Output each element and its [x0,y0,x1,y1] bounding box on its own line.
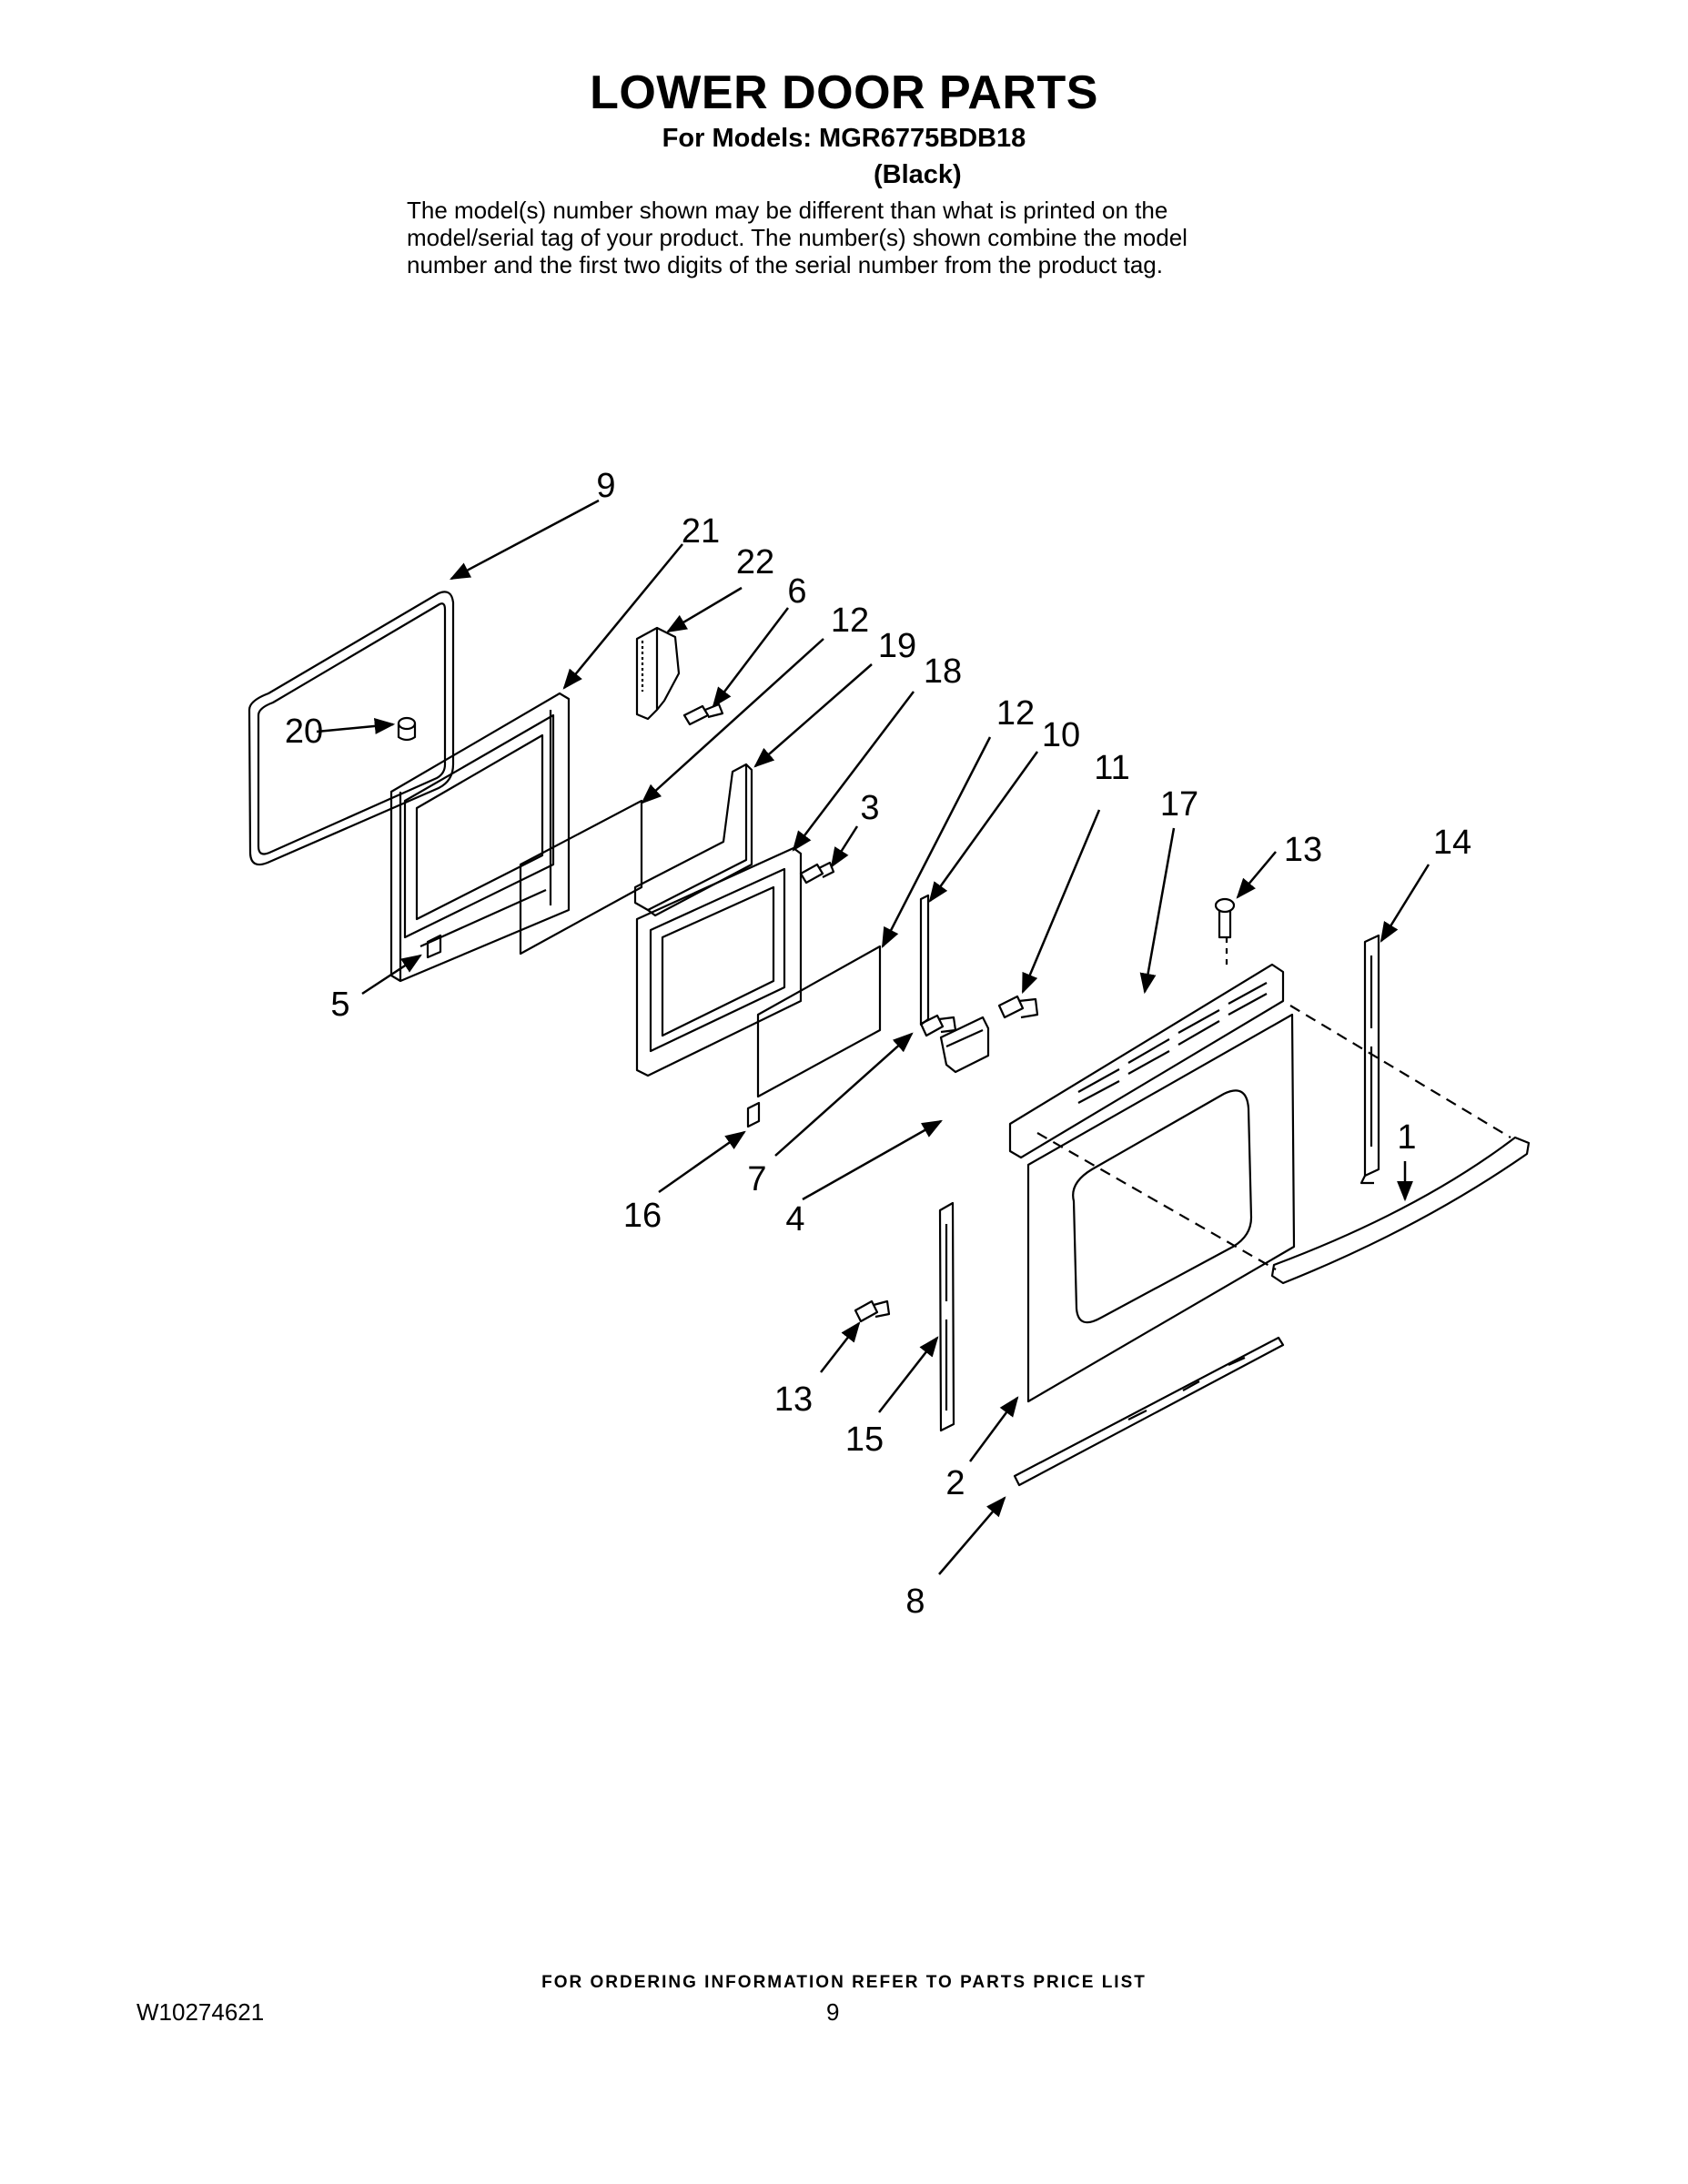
leader-line [830,825,859,868]
leader-line [666,586,743,633]
leader-line [792,691,915,852]
hinge-pin-part [997,995,1039,1019]
leader-line [938,1496,1006,1575]
hinge-bolt-part [919,1014,957,1037]
notice-line: number and the first two digits of the s… [407,251,1163,278]
door-side-trim-part [938,1201,955,1432]
callout-number: 15 [845,1421,884,1459]
callout-number: 9 [596,467,615,505]
inner-door-panel-part [389,692,571,983]
callout-number: 14 [1433,824,1471,862]
color-variant: (Black) [874,160,962,189]
callout-number: 8 [905,1582,925,1621]
leader-line [641,638,824,804]
leader-line [820,1321,861,1373]
leader-line [316,717,396,734]
notice-line: The model(s) number shown may be differe… [407,197,1168,224]
models-line: For Models: MGR6775BDB18 [662,124,1026,153]
hinge-bracket-part [939,1016,990,1074]
callout-number: 1 [1397,1118,1416,1157]
leader-line [928,751,1039,903]
leader-line [881,736,992,949]
callout-number: 5 [330,986,349,1024]
glass-spacer-part [919,894,930,1026]
callout-number: 6 [787,572,806,611]
gasket-clip-part [397,716,417,742]
insulation-part [633,763,753,917]
leader-line [878,1336,939,1413]
leader-line [774,1032,914,1157]
page-number: 9 [826,1998,840,2026]
callout-number: 16 [623,1197,662,1235]
callout-number: 11 [1094,749,1129,787]
door-gasket-part [248,591,455,866]
leader-line [712,607,789,708]
callout-number: 12 [996,694,1035,733]
glass-pane-part [519,799,643,956]
door-side-trim-part [1359,934,1380,1185]
inner-glass-frame-part [635,846,803,1077]
door-bottom-trim-part [1013,1336,1285,1487]
leader-line [1139,827,1176,995]
screw-part [854,1299,891,1323]
callout-number: 3 [860,789,879,827]
callout-number: 19 [878,627,916,665]
model-notice: The model(s) number shown may be differe… [407,197,1299,278]
callout-number: 4 [785,1200,804,1239]
leader-line [1021,809,1101,995]
callout-number: 13 [1284,831,1322,869]
document-number: W10274621 [136,1998,265,2026]
callout-number: 13 [774,1380,813,1419]
callout-number: 17 [1160,785,1198,824]
callout-number: 10 [1042,716,1080,754]
page-title: LOWER DOOR PARTS [590,66,1098,119]
callout-number: 2 [945,1464,965,1502]
leader-line [753,663,873,768]
leader-line [1236,851,1277,899]
callout-number: 20 [285,713,323,751]
leader-line [1380,864,1430,943]
callout-number: 22 [736,543,774,581]
door-handle-part [1270,1136,1531,1285]
outer-door-panel-part [1026,1013,1296,1403]
leader-line [968,1396,1019,1462]
callout-number: 12 [831,602,869,640]
notice-line: model/serial tag of your product. The nu… [407,224,1188,251]
leader-line [802,1119,943,1201]
door-top-trim-part [1008,963,1285,1159]
hinge-receptacle-part [635,626,681,721]
clip-part [746,1101,761,1128]
leader-line [361,954,422,996]
glass-pane-part [756,945,882,1098]
screw-part [799,861,835,885]
clip-part [426,934,442,959]
screw-part [682,703,724,726]
ordering-note: FOR ORDERING INFORMATION REFER TO PARTS … [541,1973,1147,1992]
callout-number: 18 [924,652,962,691]
callout-number: 7 [747,1160,766,1198]
leader-line [450,499,600,581]
callout-number: 21 [682,512,720,551]
screw-part [1214,897,1236,939]
leader-line [658,1130,746,1194]
leader-line [562,543,683,690]
